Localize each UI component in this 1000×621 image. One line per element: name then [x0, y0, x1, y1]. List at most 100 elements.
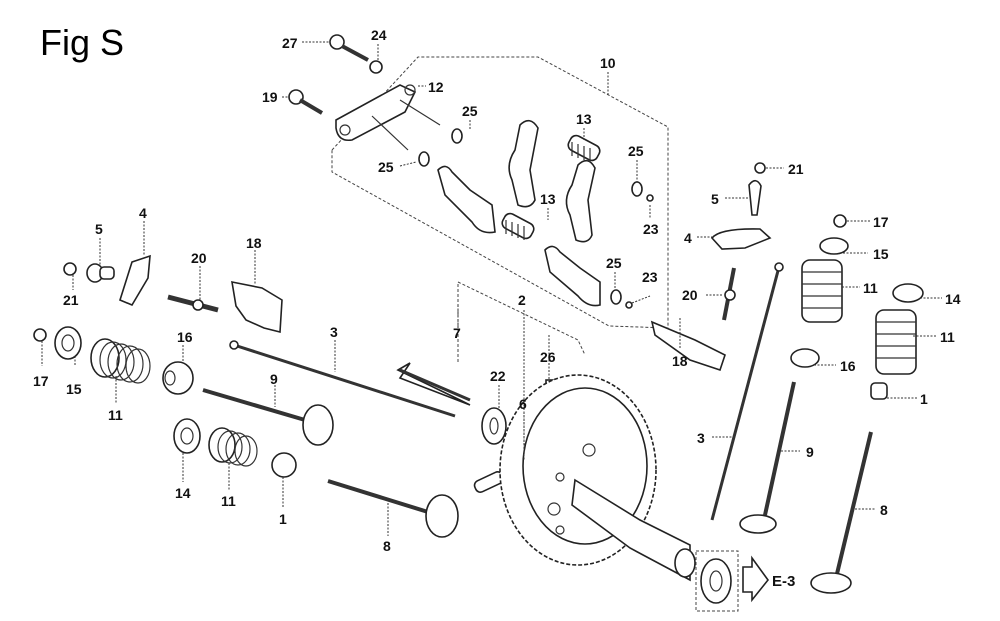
callout-11[interactable]: 11 [221, 493, 236, 509]
washer-25b [418, 151, 430, 167]
clip-23b [625, 301, 633, 309]
rocker-arm-4-left [119, 254, 151, 307]
callout-25[interactable]: 25 [606, 255, 622, 271]
callout-13[interactable]: 13 [576, 111, 592, 127]
callout-22[interactable]: 22 [490, 368, 506, 384]
pushrod-3-right [710, 262, 784, 521]
callout-1[interactable]: 1 [920, 391, 928, 407]
callout-6[interactable]: 6 [519, 396, 527, 412]
callout-13[interactable]: 13 [540, 191, 556, 207]
cotter-17-left [33, 328, 47, 342]
callout-8[interactable]: 8 [383, 538, 391, 554]
pushrod-3-left [229, 340, 456, 418]
callout-19[interactable]: 19 [262, 89, 278, 105]
callout-7[interactable]: 7 [453, 325, 461, 341]
valve-8-right [810, 431, 873, 594]
bolt-27 [329, 34, 369, 62]
retainer-15-right [819, 237, 849, 255]
figure-title: Fig S [40, 22, 125, 63]
washer-25c [631, 181, 643, 197]
callout-17[interactable]: 17 [873, 214, 889, 230]
nut-21-left [63, 262, 77, 276]
callout-27[interactable]: 27 [282, 35, 298, 51]
reference-arrow-icon [742, 555, 770, 603]
callout-11[interactable]: 11 [863, 280, 878, 296]
callout-11[interactable]: 11 [940, 329, 955, 345]
callout-3[interactable]: 3 [697, 430, 705, 446]
assembly-outline-10 [331, 56, 669, 329]
callout-21[interactable]: 21 [63, 292, 79, 308]
rocker-spring-upper [567, 134, 601, 162]
valve-9-right [739, 381, 796, 534]
callout-4[interactable]: 4 [684, 230, 692, 246]
callout-18[interactable]: 18 [246, 235, 262, 251]
rocker-arm-right-lower [544, 245, 601, 307]
callout-8[interactable]: 8 [880, 502, 888, 518]
callout-9[interactable]: 9 [806, 444, 814, 460]
stud-20-right [722, 267, 736, 321]
callout-23[interactable]: 23 [643, 221, 659, 237]
valve-seat-14-left [173, 418, 201, 454]
callout-25[interactable]: 25 [628, 143, 644, 159]
stud-20-left [167, 294, 219, 313]
washer-25a [451, 128, 463, 144]
callout-20[interactable]: 20 [191, 250, 207, 266]
valve-9-left [202, 388, 334, 446]
valve-8-left [327, 479, 459, 538]
rocker-shaft-holder [335, 84, 441, 151]
callout-15[interactable]: 15 [873, 246, 889, 262]
callout-11[interactable]: 11 [108, 407, 123, 423]
callout-labels: 27 24 19 12 10 25 25 13 13 25 23 25 23 5… [33, 27, 961, 554]
retainer-15-left [54, 326, 82, 360]
rocker-spring-lower [501, 212, 535, 240]
bolt-19 [288, 89, 324, 115]
bearing-ref-box [695, 550, 739, 612]
adjuster-5-left [86, 263, 115, 283]
callout-2[interactable]: 2 [518, 292, 526, 308]
governor-arm-7 [396, 362, 471, 406]
valve-spring-11-left-upper [90, 338, 151, 384]
callout-25[interactable]: 25 [462, 103, 478, 119]
valve-seat-14-right [892, 283, 924, 303]
callout-17[interactable]: 17 [33, 373, 49, 389]
rocker-arm-left-lower [437, 165, 496, 234]
callout-14[interactable]: 14 [175, 485, 191, 501]
callout-20[interactable]: 20 [682, 287, 698, 303]
collar-24 [369, 60, 383, 74]
callout-5[interactable]: 5 [711, 191, 719, 207]
rocker-arm-upper [508, 119, 539, 208]
callout-1[interactable]: 1 [279, 511, 287, 527]
camshaft-bracket-outline [457, 281, 586, 362]
valve-spring-11-right-upper [801, 259, 843, 323]
callout-26[interactable]: 26 [540, 349, 556, 365]
callout-5[interactable]: 5 [95, 221, 103, 237]
callout-9[interactable]: 9 [270, 371, 278, 387]
callout-12[interactable]: 12 [428, 79, 444, 95]
washer-25d [610, 289, 622, 305]
callout-25[interactable]: 25 [378, 159, 394, 175]
valve-stem-seal-1-right [870, 382, 888, 400]
callout-16[interactable]: 16 [177, 329, 193, 345]
callout-24[interactable]: 24 [371, 27, 387, 43]
callout-15[interactable]: 15 [66, 381, 82, 397]
cotter-17-right [833, 214, 847, 228]
callout-18[interactable]: 18 [672, 353, 688, 369]
callout-10[interactable]: 10 [600, 55, 616, 71]
callout-16[interactable]: 16 [840, 358, 856, 374]
adjuster-5-right [748, 179, 762, 216]
valve-spring-11-left-lower [208, 427, 258, 467]
callout-21[interactable]: 21 [788, 161, 804, 177]
reference-label[interactable]: E-3 [772, 573, 795, 590]
rocker-arm-4-right [710, 228, 772, 250]
seal-16-left [162, 361, 194, 395]
callout-3[interactable]: 3 [330, 324, 338, 340]
washer-22 [481, 407, 507, 445]
rocker-arm-right [565, 159, 596, 243]
callout-14[interactable]: 14 [945, 291, 961, 307]
valve-stem-seal-1-left [271, 452, 297, 478]
callout-4[interactable]: 4 [139, 205, 147, 221]
cam-gear-2 [499, 374, 696, 582]
callout-23[interactable]: 23 [642, 269, 658, 285]
clip-23a [646, 194, 654, 202]
